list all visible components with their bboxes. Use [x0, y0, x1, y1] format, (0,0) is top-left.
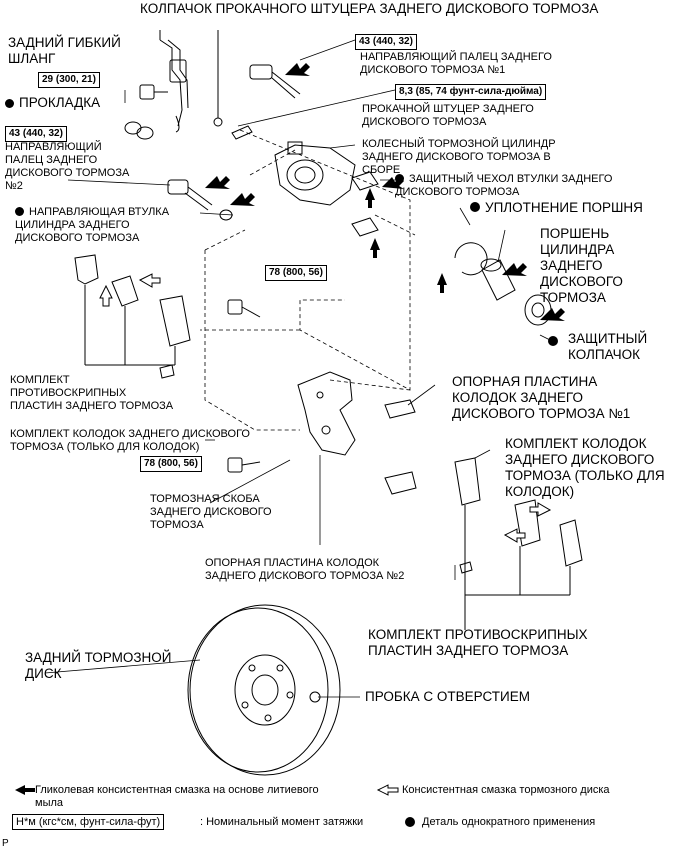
torque-pin2: 43 (440, 32): [5, 126, 67, 142]
legend-disc-grease: Консистентная смазка тормозного диска: [402, 784, 610, 796]
label-gasket: ПРОКЛАДКА: [5, 95, 100, 111]
leader-lines: [44, 39, 551, 698]
slide-pin-1-shape: [249, 64, 301, 99]
label-piston-seal: УПЛОТНЕНИЕ ПОРШНЯ: [485, 200, 643, 215]
boot-dot-icon: [548, 336, 558, 346]
label-bushing-boot: ЗАЩИТНЫЙ ЧЕХОЛ ВТУЛКИ ЗАДНЕГО ДИСКОВОГО …: [395, 173, 680, 199]
torque-hose: 29 (300, 21): [38, 72, 100, 88]
corner-mark: P: [2, 838, 9, 849]
bushing-boot-shapes: [351, 171, 379, 237]
support-plate-2-shape: [384, 471, 417, 495]
mount-bolt-lower-shape: [227, 457, 261, 473]
label-anti-squeal-kit-left: КОМПЛЕКТ ПРОТИВОСКРИПНЫХ ПЛАСТИН ЗАДНЕГО…: [10, 374, 174, 412]
rear-hose-shape: [159, 39, 189, 133]
label-rear-hose: ЗАДНИЙ ГИБКИЙ ШЛАНГ: [8, 35, 121, 66]
pad-kit-right-shapes: [454, 457, 583, 630]
mount-bolt-upper-shape: [227, 299, 261, 318]
legend-non-reusable: Деталь однократного применения: [422, 816, 596, 828]
label-slide-pin-2: НАПРАВЛЯЮЩИЙ ПАЛЕЦ ЗАДНЕГО ДИСКОВОГО ТОР…: [5, 141, 130, 192]
label-pad-kit-right: КОМПЛЕКТ КОЛОДОК ЗАДНЕГО ДИСКОВОГО ТОРМО…: [505, 436, 665, 499]
label-anti-squeal-kit-right: КОМПЛЕКТ ПРОТИВОСКРИПНЫХ ПЛАСТИН ЗАДНЕГО…: [368, 627, 588, 658]
slide-pin-2-shape: [167, 179, 213, 211]
legend-black-arrow-icon: [15, 785, 35, 795]
label-slide-pin-1: НАПРАВЛЯЮЩИЙ ПАЛЕЦ ЗАДНЕГО ДИСКОВОГО ТОР…: [360, 51, 552, 76]
mounting-bracket-shape: [297, 371, 356, 456]
top-title: КОЛПАЧОК ПРОКАЧНОГО ШТУЦЕРА ЗАДНЕГО ДИСК…: [140, 1, 599, 16]
legend-non-reusable-icon: [405, 817, 415, 827]
wheel-cylinder-shape: [274, 141, 356, 206]
label-hole-plug: ПРОБКА С ОТВЕРСТИЕМ: [365, 689, 530, 704]
torque-mount-lower: 78 (800, 56): [140, 456, 202, 472]
label-support-plate-1: ОПОРНАЯ ПЛАСТИНА КОЛОДОК ЗАДНЕГО ДИСКОВО…: [452, 374, 631, 421]
disc-grease-arrows: [99, 273, 552, 543]
piston-seal-dot-icon: [470, 202, 480, 212]
torque-mount-upper: 78 (800, 56): [265, 265, 327, 281]
label-cylinder-boot: ЗАЩИТНЫЙ КОЛПАЧОК: [568, 331, 648, 362]
torque-pin1: 43 (440, 32): [355, 34, 417, 50]
anti-squeal-shims-left: [74, 254, 191, 379]
piston-shape: [480, 258, 516, 301]
label-rear-disc: ЗАДНИЙ ТОРМОЗНОЙ ДИСК: [25, 650, 172, 681]
label-mounting: ТОРМОЗНАЯ СКОБА ЗАДНЕГО ДИСКОВОГО ТОРМОЗ…: [150, 493, 272, 531]
legend-lithium-grease: Гликолевая консистентная смазка на основ…: [35, 784, 319, 809]
brake-disc-shape: [187, 604, 341, 776]
legend-torque-desc: : Номинальный момент затяжки: [200, 816, 364, 828]
hose-bolt-shape: [139, 84, 168, 100]
legend-hollow-arrow-icon: [376, 784, 399, 796]
support-plate-1-shape: [384, 399, 416, 419]
grease-arrows: [205, 63, 565, 321]
label-guide-bushing: НАПРАВЛЯЮЩАЯ ВТУЛКА ЦИЛИНДРА ЗАДНЕГО ДИС…: [15, 206, 200, 245]
label-piston: ПОРШЕНЬ ЦИЛИНДРА ЗАДНЕГО ДИСКОВОГО ТОРМО…: [540, 226, 623, 305]
label-support-plate-2: ОПОРНАЯ ПЛАСТИНА КОЛОДОК ЗАДНЕГО ДИСКОВО…: [205, 557, 405, 582]
label-wheel-cylinder: КОЛЕСНЫЙ ТОРМОЗНОЙ ЦИЛИНДР ЗАДНЕГО ДИСКО…: [362, 138, 556, 176]
piston-seal-shape: [454, 242, 488, 276]
torque-bleeder: 8,3 (85, 74 фунт-сила-дюйма): [395, 84, 547, 100]
label-bleeder-plug: ПРОКАЧНОЙ ШТУЦЕР ЗАДНЕГО ДИСКОВОГО ТОРМО…: [362, 103, 534, 128]
label-pad-kit-left: КОМПЛЕКТ КОЛОДОК ЗАДНЕГО ДИСКОВОГО ТОРМО…: [10, 428, 250, 453]
legend-torque-unit: Н*м (кгс*см, фунт-сила-фут): [12, 814, 165, 830]
